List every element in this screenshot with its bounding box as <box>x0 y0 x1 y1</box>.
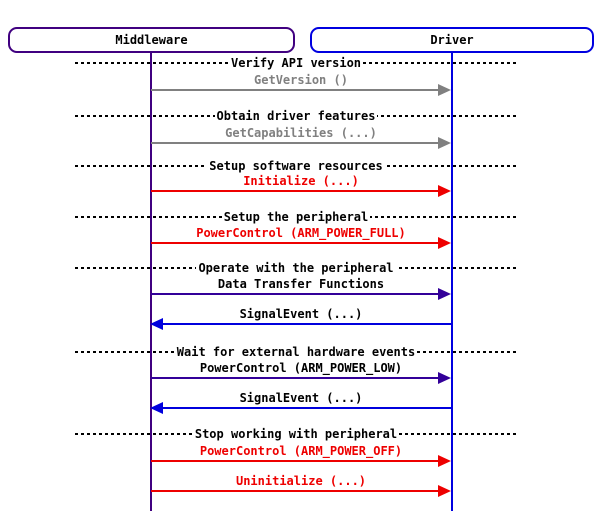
divider-dash-line <box>75 433 517 435</box>
actor-box-driver: Driver <box>310 27 594 53</box>
message-label: GetCapabilities (...) <box>225 126 377 140</box>
arrowhead-right-icon <box>438 185 451 197</box>
divider-dash-line <box>75 165 517 167</box>
divider-dash-line <box>75 62 517 64</box>
lifeline-driver <box>451 53 453 511</box>
message-label: Data Transfer Functions <box>217 277 385 291</box>
message-line <box>162 323 451 325</box>
message-label: Uninitialize (...) <box>235 474 367 488</box>
message-line <box>151 293 440 295</box>
arrowhead-right-icon <box>438 137 451 149</box>
message-line <box>151 460 440 462</box>
arrowhead-right-icon <box>438 237 451 249</box>
arrowhead-right-icon <box>438 84 451 96</box>
message-line <box>151 89 440 91</box>
message-label: PowerControl (ARM_POWER_LOW) <box>199 361 403 375</box>
message-label: PowerControl (ARM_POWER_OFF) <box>199 444 403 458</box>
actor-label: Driver <box>430 33 474 47</box>
message-line <box>151 190 440 192</box>
message-line <box>151 142 440 144</box>
lifeline-middleware <box>150 53 152 511</box>
divider-dash-line <box>75 216 517 218</box>
arrowhead-left-icon <box>150 318 163 330</box>
message-line <box>151 490 440 492</box>
arrowhead-right-icon <box>438 455 451 467</box>
divider-dash-line <box>75 115 517 117</box>
actor-label: Middleware <box>115 33 188 47</box>
message-line <box>151 377 440 379</box>
divider-dash-line <box>75 351 517 353</box>
message-label: PowerControl (ARM_POWER_FULL) <box>196 226 406 240</box>
message-label: SignalEvent (...) <box>239 391 363 405</box>
message-line <box>162 407 451 409</box>
arrowhead-right-icon <box>438 288 451 300</box>
divider-dash-line <box>75 267 517 269</box>
message-label: SignalEvent (...) <box>239 307 363 321</box>
message-label: Initialize (...) <box>243 174 359 188</box>
message-line <box>151 242 440 244</box>
message-label: GetVersion () <box>254 73 348 87</box>
arrowhead-right-icon <box>438 372 451 384</box>
arrowhead-left-icon <box>150 402 163 414</box>
arrowhead-right-icon <box>438 485 451 497</box>
actor-box-middleware: Middleware <box>8 27 295 53</box>
